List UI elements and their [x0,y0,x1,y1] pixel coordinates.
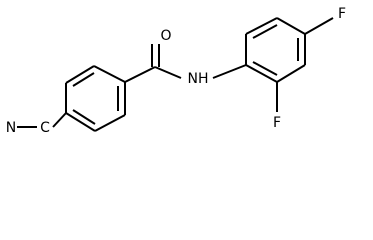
ring2-bond-5 [276,64,306,83]
bond-c-ring-nitrile [52,112,67,128]
bond-ring2-f-para [304,17,334,35]
ring1-inner-bond-c [72,109,96,125]
ring1-bond-6 [65,112,96,132]
bond-ring-carbonyl [124,66,156,83]
atom-nh-amide: NH [188,71,209,87]
molecule-structure: N C O NH F F [6,6,346,136]
atom-o-carbonyl: O [160,28,171,44]
ring2-inner-bond-c [252,61,278,76]
ring1-bond-2 [65,65,95,84]
bond-carbonyl-n [154,66,182,79]
ring1-bond-3 [93,65,126,83]
atom-f-ortho: F [273,115,281,131]
ring1-inner-bond-a [72,72,95,87]
atom-n-nitrile: N [6,120,16,136]
ring2-bond-2 [245,17,278,35]
atom-f-para: F [338,6,346,22]
ring1-bond-5 [94,114,126,132]
ring2-bond-3 [276,17,306,35]
atom-c-nitrile: C [40,120,50,136]
ring2-bond-6 [245,64,278,83]
ring2-inner-bond-a [252,24,278,39]
bond-n-ring2 [212,64,247,79]
